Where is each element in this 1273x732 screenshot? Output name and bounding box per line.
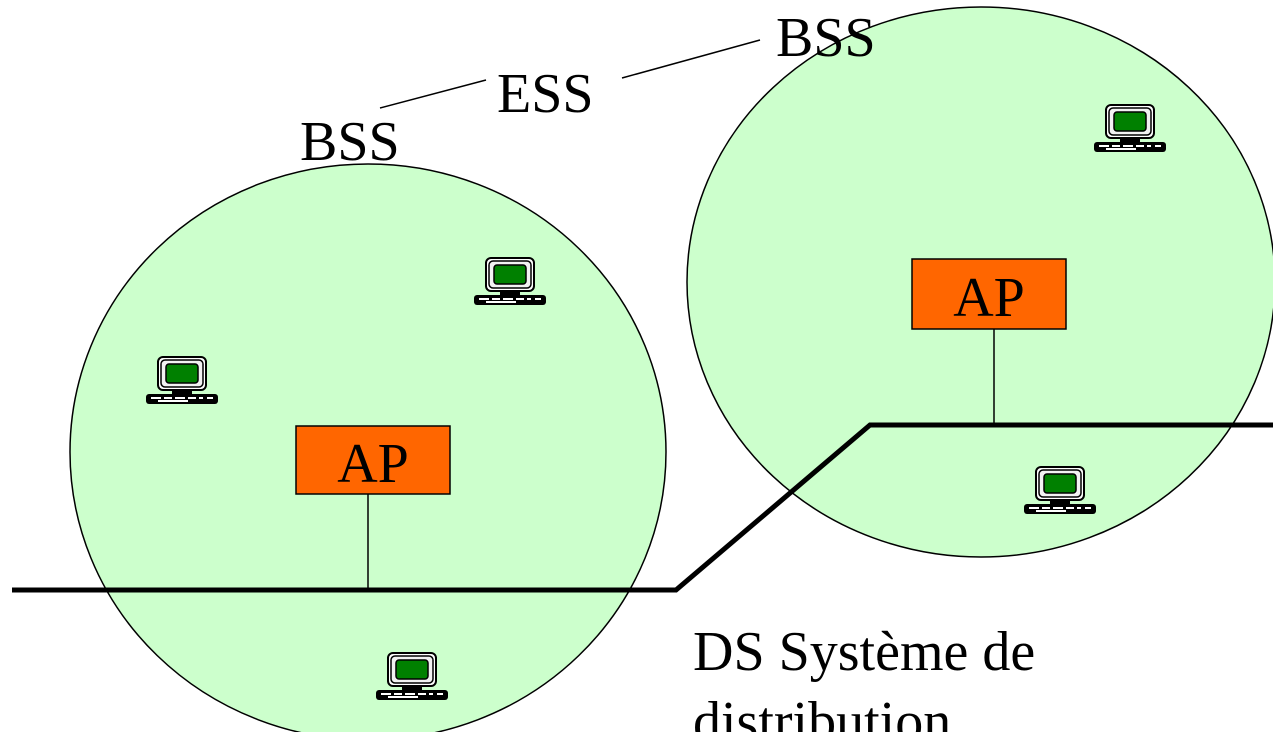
distribution-system-line xyxy=(12,422,1273,593)
ap-label-left: AP xyxy=(337,433,409,495)
ds-label-line1: DS Système de xyxy=(693,621,1035,683)
ess-connector-left xyxy=(379,79,487,109)
ess-connector-right xyxy=(621,39,761,79)
bss-label-left: BSS xyxy=(300,111,400,173)
ap-label-right: AP xyxy=(953,267,1025,329)
access-point-left: AP xyxy=(295,425,451,495)
access-point-right: AP xyxy=(911,258,1067,330)
ds-label-line2: distribution xyxy=(693,691,951,732)
ess-label: ESS xyxy=(497,63,594,125)
bss-label-right: BSS xyxy=(776,7,876,69)
